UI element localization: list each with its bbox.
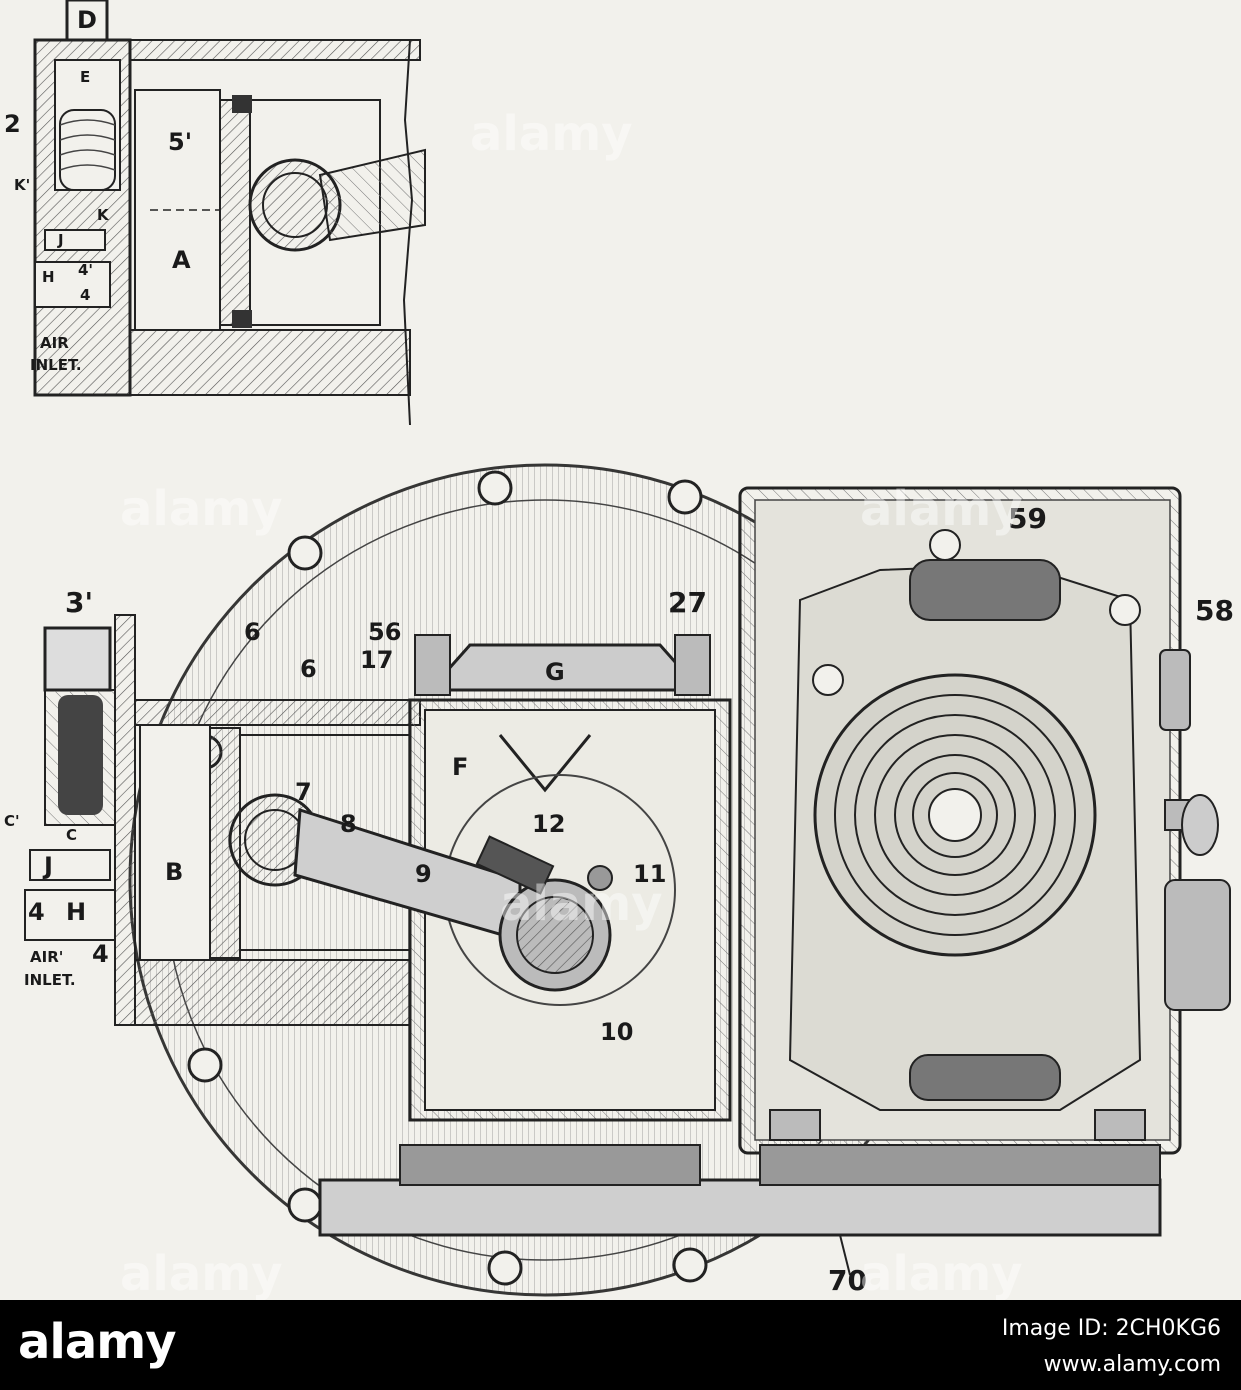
piston-top <box>219 99 251 326</box>
label-7: 7 <box>295 778 312 806</box>
label-70: 70 <box>828 1264 867 1297</box>
image-id-text: Image ID: 2CH0KG6 <box>1001 1316 1221 1341</box>
cylinder-bottom <box>129 329 411 396</box>
label-h-main: H <box>66 898 86 926</box>
label-air-main: AIR' <box>30 948 63 966</box>
chamber-h-top <box>34 261 111 308</box>
label-3-prime: 3' <box>65 586 93 619</box>
watermark-4: alamy <box>500 876 663 932</box>
label-k: K <box>97 206 110 224</box>
label-c: C <box>66 826 77 844</box>
label-4-a: 4 <box>28 898 45 926</box>
spring-12 <box>475 835 555 895</box>
label-6-b: 6 <box>300 655 317 683</box>
label-9: 9 <box>415 860 432 888</box>
watermark-2: alamy <box>120 481 283 537</box>
label-inlet-main: INLET. <box>24 971 76 989</box>
spring-2 <box>59 109 116 191</box>
cap-g <box>426 643 704 692</box>
label-k-prime: K' <box>14 176 30 194</box>
label-j-top: J <box>57 231 64 249</box>
footer-bar: alamy Image ID: 2CH0KG6 www.alamy.com <box>0 1300 1241 1390</box>
brand-logo: alamy <box>18 1314 177 1370</box>
label-27: 27 <box>668 586 707 619</box>
cylinder-base-main <box>134 959 411 1026</box>
label-8: 8 <box>340 810 357 838</box>
label-air-top: AIR <box>40 334 69 352</box>
label-10: 10 <box>600 1018 633 1046</box>
cylinder-bore-b <box>139 724 211 961</box>
gear-rings <box>813 673 1097 957</box>
label-b: B <box>165 858 183 886</box>
watermark-3: alamy <box>860 481 1023 537</box>
label-17: 17 <box>360 646 393 674</box>
label-e: E <box>80 68 90 86</box>
cylinder-wall-main <box>134 699 421 726</box>
chamber-j-top <box>44 229 106 251</box>
plug-3-prime <box>43 626 112 692</box>
label-h-top: H <box>42 268 55 286</box>
watermark-5: alamy <box>120 1246 283 1300</box>
label-4-top: 4 <box>80 286 90 304</box>
label-g: G <box>545 658 565 686</box>
label-6-a: 6 <box>244 618 261 646</box>
cylinder-top-wall <box>129 39 421 61</box>
label-56: 56 <box>368 618 401 646</box>
watermark-group: alamy alamy alamy alamy alamy alamy <box>120 106 1023 1300</box>
main-assembly-view <box>24 463 1231 1297</box>
connecting-rod-top <box>318 148 426 242</box>
label-f: F <box>452 753 468 781</box>
inlet-housing <box>114 614 136 1026</box>
top-section-view <box>33 0 426 426</box>
label-j-main: J <box>42 852 53 880</box>
engineering-drawing: D E 2 5' K' K J H 4' 4 A AIR INLET. <box>4 0 1234 1300</box>
watermark-1: alamy <box>470 106 633 162</box>
label-4-b: 4 <box>92 940 109 968</box>
pin-11 <box>587 865 613 891</box>
label-5-prime: 5' <box>168 128 192 156</box>
label-a: A <box>172 246 191 274</box>
base-plate-70 <box>318 1178 1162 1237</box>
watermark-6: alamy <box>860 1246 1023 1300</box>
label-12: 12 <box>532 810 565 838</box>
chamber-h-main <box>24 889 116 941</box>
site-url-text: www.alamy.com <box>1043 1352 1221 1377</box>
label-4-prime-top: 4' <box>78 261 93 279</box>
label-c-prime: C' <box>4 812 20 830</box>
chamber-j-main <box>29 849 111 881</box>
label-59: 59 <box>1008 502 1047 535</box>
label-2: 2 <box>4 110 21 138</box>
label-11: 11 <box>633 860 666 888</box>
label-d: D <box>77 6 97 34</box>
label-inlet-top: INLET. <box>30 356 82 374</box>
opening-59 <box>909 559 1061 621</box>
label-58: 58 <box>1195 594 1234 627</box>
